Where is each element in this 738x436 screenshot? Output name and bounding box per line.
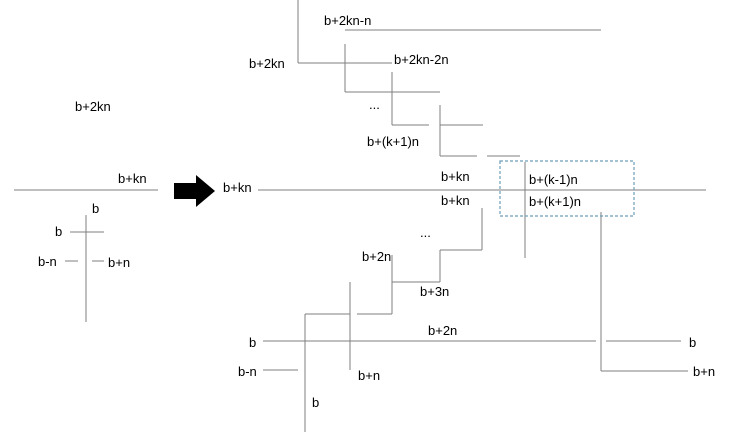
bottom-right-b-label: b <box>689 335 697 350</box>
mid-lower-label: b+kn <box>441 193 470 208</box>
main-line-start-label: b+kn <box>223 180 252 195</box>
left-corner-label: b+2kn <box>249 56 285 71</box>
highlight-box <box>499 160 635 217</box>
bottom-line-mid-label: b+2n <box>428 323 458 338</box>
bottom-left-b-label: b <box>249 335 257 350</box>
stair-lower-1-label: b+2n <box>362 249 392 264</box>
box-lower-label: b+(k+1)n <box>529 194 582 209</box>
top-corner-label: b+2kn-n <box>324 13 372 28</box>
bottom-vertical-b-label: b <box>312 395 320 410</box>
box-upper-label: b+(k-1)n <box>529 172 578 187</box>
left-line-label: b+kn <box>118 171 147 186</box>
ellipsis-lower-label: ... <box>420 225 431 240</box>
ellipsis-upper-label: ... <box>369 97 380 112</box>
stair-upper-2-label: b+(k+1)n <box>367 134 420 149</box>
left-cross-right-label: b+n <box>108 255 131 270</box>
stair-lower-2-label: b+3n <box>420 284 450 299</box>
bottom-mid-bn-label: b+n <box>358 368 381 383</box>
left-cross-left-upper-label: b <box>55 224 63 239</box>
bottom-left-bn-label: b-n <box>238 364 257 379</box>
stair-upper-1-label: b+2kn-2n <box>394 52 449 67</box>
left-cross-left-label: b-n <box>38 254 57 269</box>
bottom-right-bn-label: b+n <box>693 364 716 379</box>
right-arrow-icon <box>174 175 215 207</box>
mid-upper-label: b+kn <box>441 169 470 184</box>
left-top-label: b+2kn <box>75 99 111 114</box>
left-cross-top-label: b <box>92 201 100 216</box>
